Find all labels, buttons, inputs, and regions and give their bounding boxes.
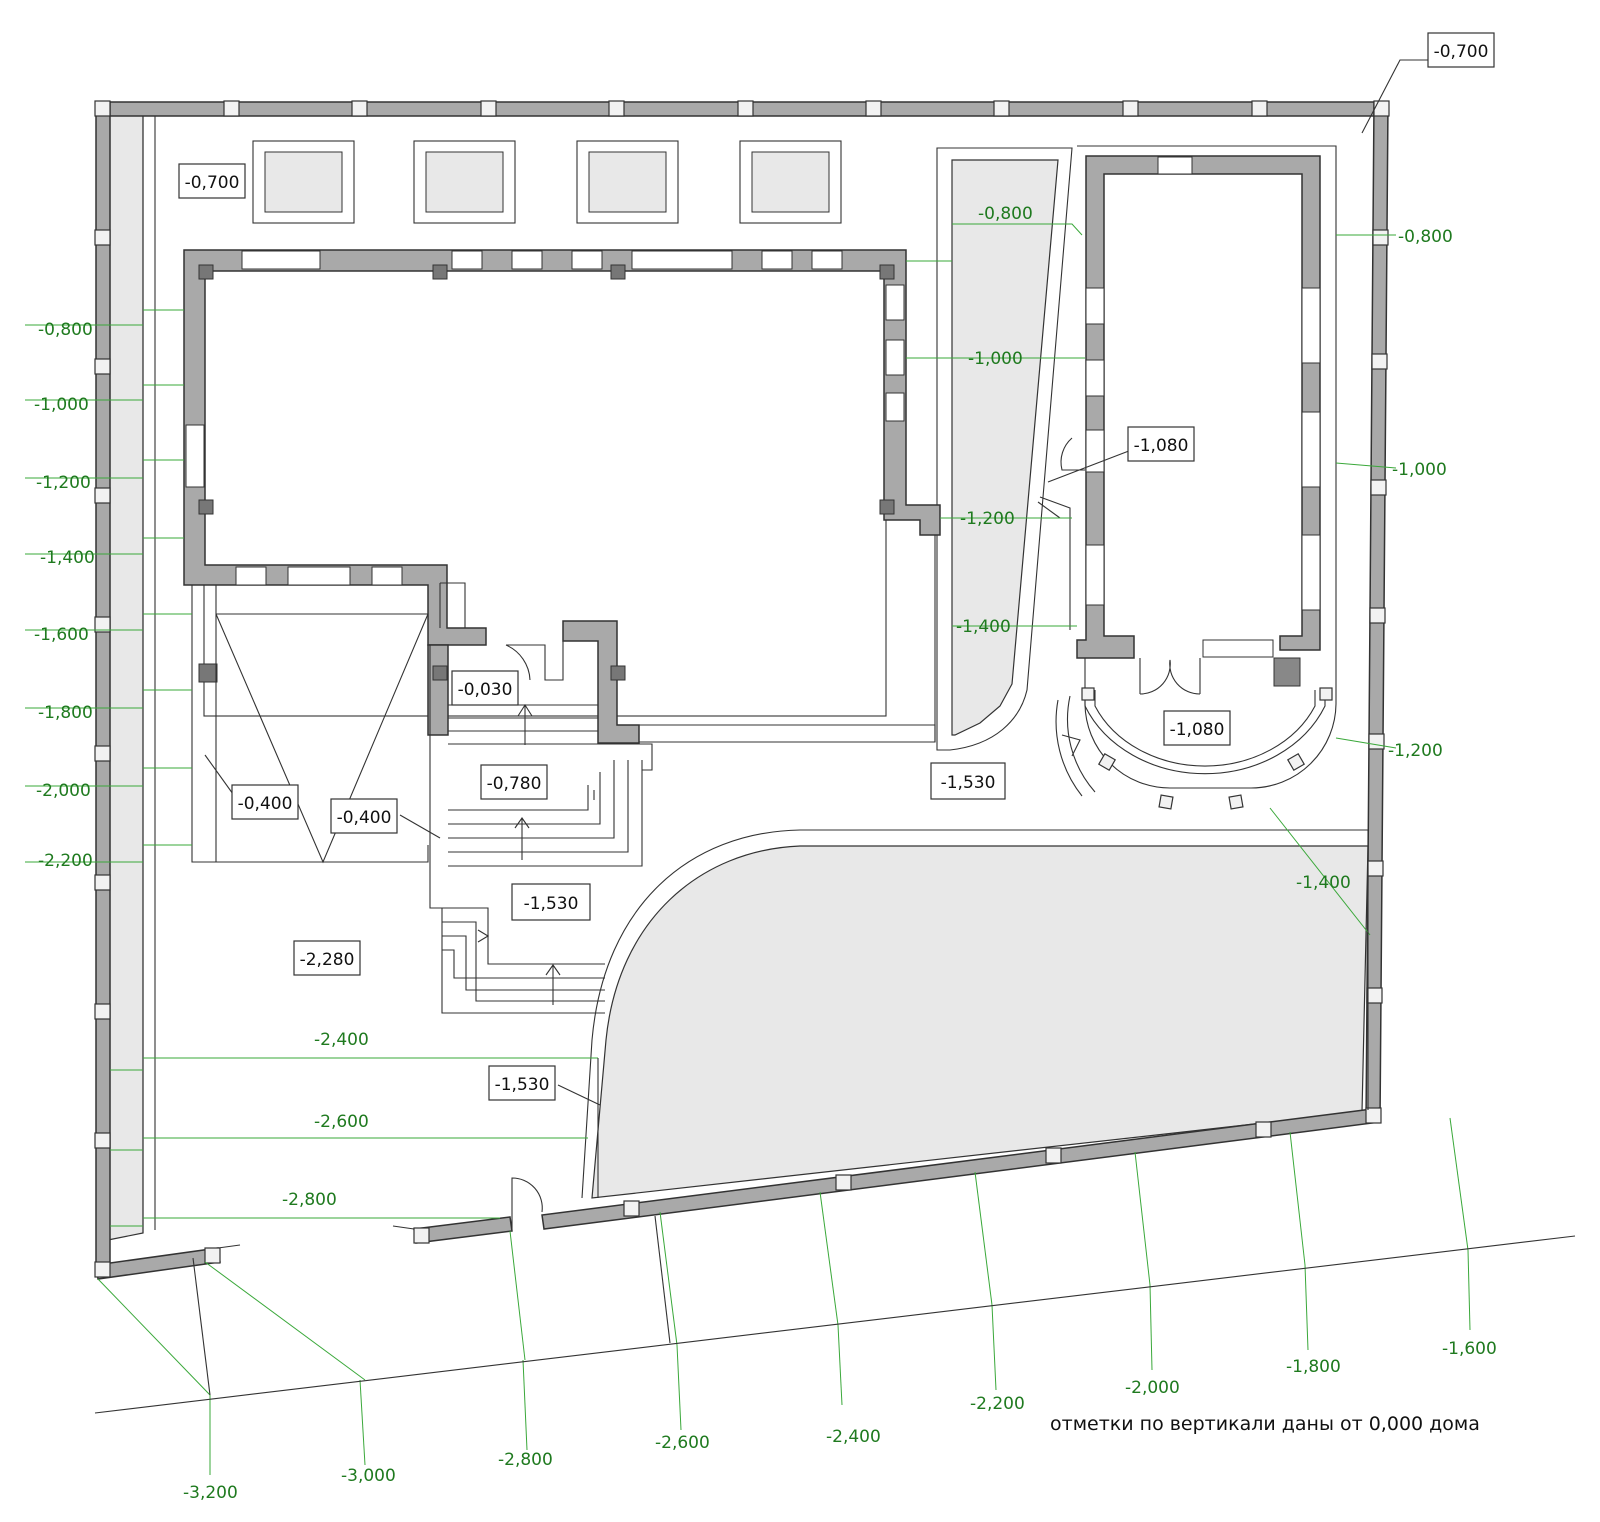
svg-text:-0,780: -0,780 [487, 774, 542, 794]
boxed-marks: -0,700 -0,700 -0,030 -0,780 -0,400 -0,40… [178, 32, 1495, 1101]
contour-bottom-7: -2,000 [1125, 1378, 1180, 1398]
svg-text:-1,530: -1,530 [941, 773, 996, 793]
contour-bottom-2: -3,000 [341, 1466, 396, 1486]
light-wells [252, 140, 842, 224]
contour-bottom-8: -1,800 [1286, 1357, 1341, 1377]
reference-lines [94, 830, 1576, 1414]
yard-edge [581, 829, 1368, 1199]
paved-strip-middle [951, 159, 1059, 736]
mark-top-left: -0,700 [178, 163, 246, 199]
mark-yard-left: -2,280 [293, 940, 361, 976]
contour-middle-1: -0,800 [978, 204, 1033, 224]
svg-text:-0,030: -0,030 [458, 680, 513, 700]
ramp [191, 582, 466, 864]
contour-bottom-1: -3,200 [183, 1483, 238, 1503]
svg-text:-0,700: -0,700 [1434, 42, 1489, 62]
mark-stairs: -0,780 [480, 764, 548, 800]
gate-arc [511, 1177, 543, 1230]
svg-text:-0,400: -0,400 [238, 794, 293, 814]
contour-left-4: -1,400 [40, 548, 95, 568]
contour-left-7: -2,000 [36, 781, 91, 801]
contour-bottom-9: -1,600 [1442, 1339, 1497, 1359]
contour-left-1: -0,800 [38, 320, 93, 340]
mark-yard-bottom: -1,530 [488, 1065, 556, 1101]
mark-yard-lower: -1,530 [511, 883, 591, 921]
elevation-note: отметки по вертикали даны от 0,000 дома [1050, 1413, 1480, 1435]
svg-text:-1,530: -1,530 [495, 1075, 550, 1095]
mark-annex-door: -1,080 [1127, 426, 1195, 462]
contour-bottom-6: -2,200 [970, 1394, 1025, 1414]
contour-right-1: -0,800 [1398, 227, 1453, 247]
contour-right-4: -1,400 [1296, 873, 1351, 893]
svg-text:-1,080: -1,080 [1170, 720, 1225, 740]
contour-right-2: -1,000 [1392, 460, 1447, 480]
contour-left-8: -2,200 [38, 851, 93, 871]
contour-right-3: -1,200 [1388, 741, 1443, 761]
mark-entrance: -0,030 [451, 670, 519, 706]
contour-middle-2: -1,000 [968, 349, 1023, 369]
entrance-stairs [429, 645, 653, 1014]
contour-bottom-3: -2,800 [498, 1450, 553, 1470]
annex-building [1037, 145, 1337, 810]
mark-top-right: -0,700 [1427, 32, 1495, 68]
svg-text:-1,530: -1,530 [524, 894, 579, 914]
contour-left-5: -1,600 [34, 625, 89, 645]
contour-bottom-4: -2,600 [655, 1433, 710, 1453]
strip-edge [936, 147, 1073, 751]
mark-ramp-left: -0,400 [231, 784, 299, 820]
contour-labels: -0,800 -1,000 -1,200 -1,400 -1,600 -1,80… [34, 204, 1497, 1503]
contour-left-6: -1,800 [38, 703, 93, 723]
boundary-wall-bottom-corner [95, 1247, 221, 1280]
main-house [183, 249, 941, 744]
mark-annex-porch: -1,080 [1163, 710, 1231, 746]
wall-posts [94, 100, 1390, 1278]
svg-text:-0,400: -0,400 [337, 808, 392, 828]
contour-middle-3: -1,200 [960, 509, 1015, 529]
mark-ramp-right: -0,400 [330, 798, 398, 834]
leader-lines [204, 59, 1428, 1106]
contour-yard-3: -2,800 [282, 1190, 337, 1210]
contour-bottom-5: -2,400 [826, 1427, 881, 1447]
svg-text:-0,700: -0,700 [185, 173, 240, 193]
boundary-wall-left [95, 101, 111, 1266]
contour-left-3: -1,200 [36, 473, 91, 493]
contour-lines [25, 223, 1471, 1475]
mark-yard-mid: -1,530 [930, 762, 1006, 800]
contour-yard-1: -2,400 [314, 1030, 369, 1050]
contour-yard-2: -2,600 [314, 1112, 369, 1132]
paved-strip-left [107, 113, 144, 1241]
contour-left-2: -1,000 [34, 395, 89, 415]
svg-text:-2,280: -2,280 [300, 950, 355, 970]
svg-text:-1,080: -1,080 [1134, 436, 1189, 456]
paved-yard [591, 845, 1369, 1199]
contour-middle-4: -1,400 [956, 617, 1011, 637]
